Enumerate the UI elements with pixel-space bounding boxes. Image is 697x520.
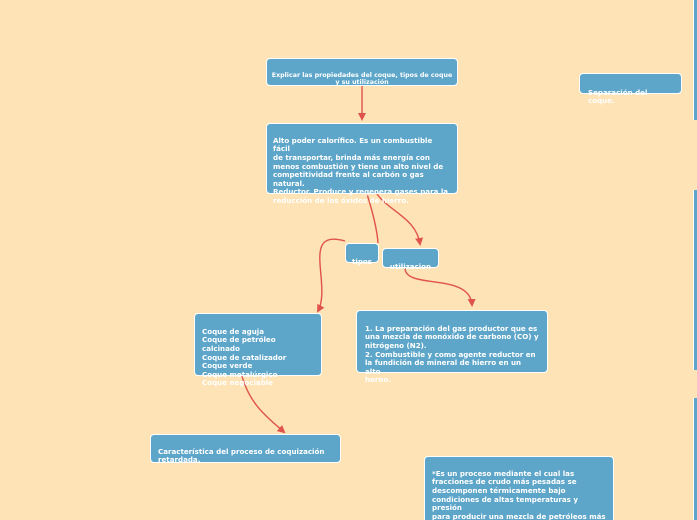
- utilizacion-text: utilizacion: [389, 261, 432, 271]
- properties-node[interactable]: Alto poder calorífico. Es un combustible…: [266, 123, 458, 205]
- main-question-text: Explicar las propiedades del coque, tipo…: [271, 71, 453, 87]
- utilizacion-node[interactable]: utilizacion: [382, 248, 439, 271]
- uses-node[interactable]: 1. La preparación del gas productor que …: [356, 310, 548, 384]
- separation-text: Separación del coque.: [588, 87, 648, 106]
- offscreen-node-edge: [693, 0, 697, 120]
- offscreen-node-edge: [693, 398, 697, 520]
- uses-text: 1. La preparación del gas productor que …: [365, 323, 539, 385]
- coke-types-text: Coque de aguja Coque de petróleo calcina…: [202, 326, 287, 388]
- tipos-node[interactable]: tipos: [345, 243, 379, 266]
- separation-node[interactable]: Separación del coque.: [579, 73, 682, 105]
- delayed-coking-text: Característica del proceso de coquizació…: [158, 446, 325, 465]
- delayed-coking-node[interactable]: Característica del proceso de coquizació…: [150, 434, 341, 465]
- process-text: *Es un proceso mediante el cual las frac…: [432, 468, 606, 520]
- offscreen-node-edge: [693, 190, 697, 370]
- properties-text: Alto poder calorífico. Es un combustible…: [273, 135, 449, 206]
- main-question-node[interactable]: Explicar las propiedades del coque, tipo…: [266, 58, 458, 86]
- coke-types-node[interactable]: Coque de aguja Coque de petróleo calcina…: [194, 313, 322, 387]
- tipos-text: tipos: [352, 256, 372, 266]
- edge-tipos-to-coke-types: [317, 238, 346, 313]
- process-node[interactable]: *Es un proceso mediante el cual las frac…: [424, 456, 614, 520]
- edge-utilizacion-to-uses: [404, 267, 476, 307]
